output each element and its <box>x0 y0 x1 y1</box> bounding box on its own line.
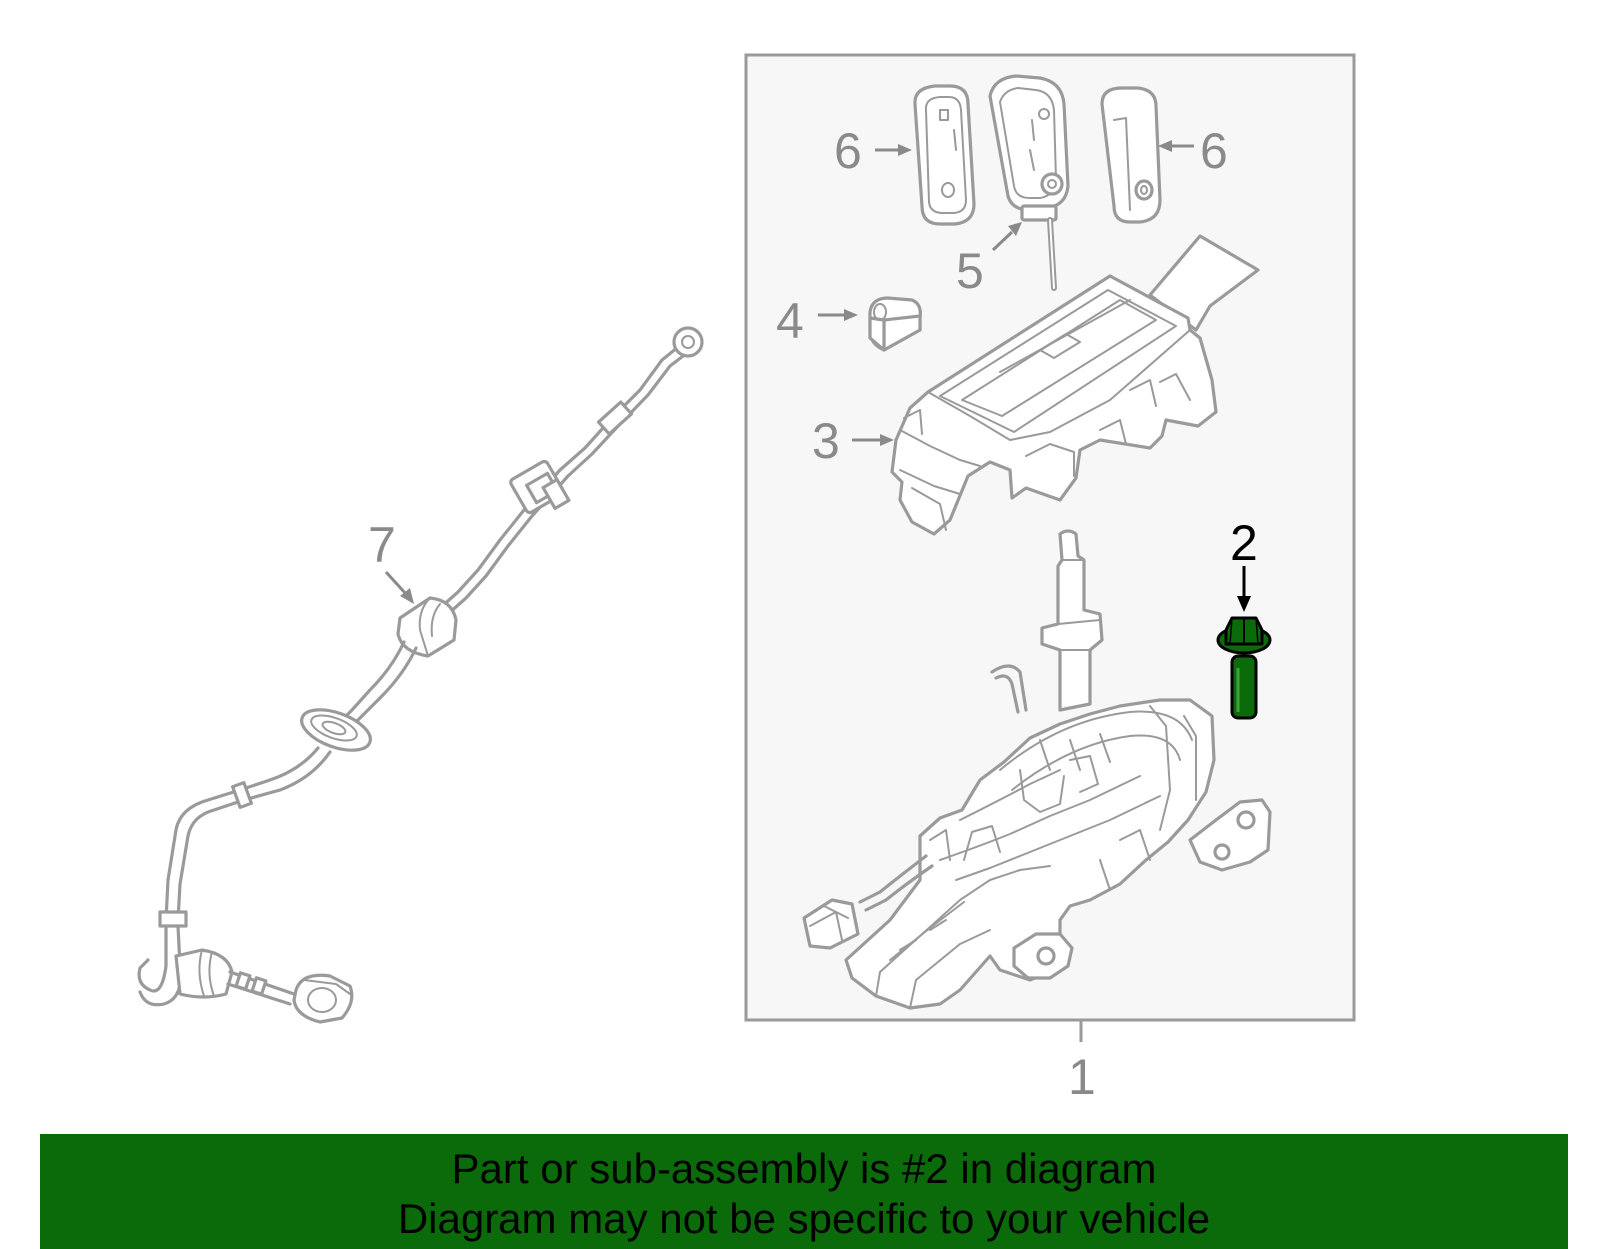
callout-1: 1 <box>1068 1049 1096 1105</box>
callout-3: 3 <box>812 413 840 469</box>
callout-4: 4 <box>776 293 804 349</box>
callout-6-left: 6 <box>834 123 862 179</box>
callout-arrows <box>384 140 1251 612</box>
callout-5: 5 <box>956 243 984 299</box>
part-2-bolt[interactable] <box>1216 616 1272 720</box>
banner-line-1: Part or sub-assembly is #2 in diagram <box>451 1145 1157 1192</box>
callout-7: 7 <box>368 517 396 573</box>
callout-6-right: 6 <box>1200 123 1228 179</box>
part-3-shift-bezel[interactable] <box>890 234 1260 536</box>
part-4-clip[interactable] <box>868 296 922 352</box>
part-1-shifter-assembly[interactable] <box>802 529 1272 1010</box>
parts-diagram: 6 6 5 4 3 7 2 1 <box>137 53 1356 1105</box>
banner-line-2: Diagram may not be specific to your vehi… <box>397 1195 1211 1242</box>
part-6-left-knob-trim[interactable] <box>913 84 976 226</box>
part-5-shift-knob[interactable] <box>988 74 1070 291</box>
info-banner: Part or sub-assembly is #2 in diagram Di… <box>40 1134 1568 1249</box>
part-6-right-knob-trim[interactable] <box>1100 86 1162 224</box>
part-7-shift-cable[interactable] <box>137 326 704 1024</box>
callout-2: 2 <box>1230 515 1258 571</box>
